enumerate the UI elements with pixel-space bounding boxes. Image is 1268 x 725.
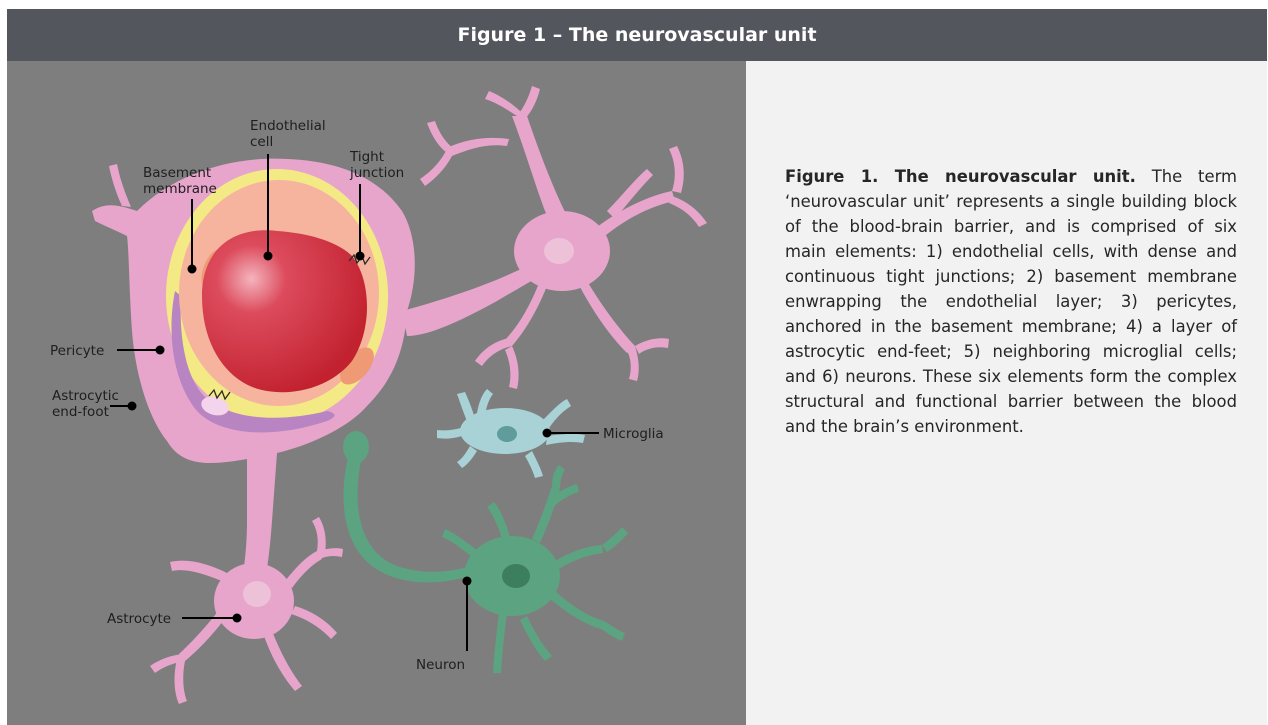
caption-body: The term ‘neurovascular unit’ represents… xyxy=(785,167,1237,436)
figure-caption: Figure 1. The neurovascular unit. The te… xyxy=(785,164,1237,439)
label-endothelial-cell: Endothelial cell xyxy=(250,118,330,150)
label-neuron: Neuron xyxy=(416,657,465,673)
diagram-panel: Endothelial cell Tight junction Basement… xyxy=(7,61,746,725)
red-blood-cell xyxy=(202,230,367,392)
figure-header: Figure 1 – The neurovascular unit xyxy=(7,9,1267,61)
caption-title: Figure 1. The neurovascular unit. xyxy=(785,167,1136,186)
label-astrocyte: Astrocyte xyxy=(107,611,171,627)
figure-title: Figure 1 – The neurovascular unit xyxy=(457,24,816,46)
label-tight-junction: Tight junction xyxy=(349,149,404,181)
caption-panel: Figure 1. The neurovascular unit. The te… xyxy=(746,61,1267,725)
neuron xyxy=(343,431,628,673)
label-microglia: Microglia xyxy=(603,426,664,442)
neurovascular-unit-diagram: Endothelial cell Tight junction Basement… xyxy=(7,61,746,725)
label-astrocytic-end-foot: Astrocytic end-foot xyxy=(52,388,123,420)
upper-astrocyte xyxy=(402,86,707,389)
label-basement-membrane: Basement membrane xyxy=(143,165,217,197)
label-pericyte: Pericyte xyxy=(50,343,104,359)
